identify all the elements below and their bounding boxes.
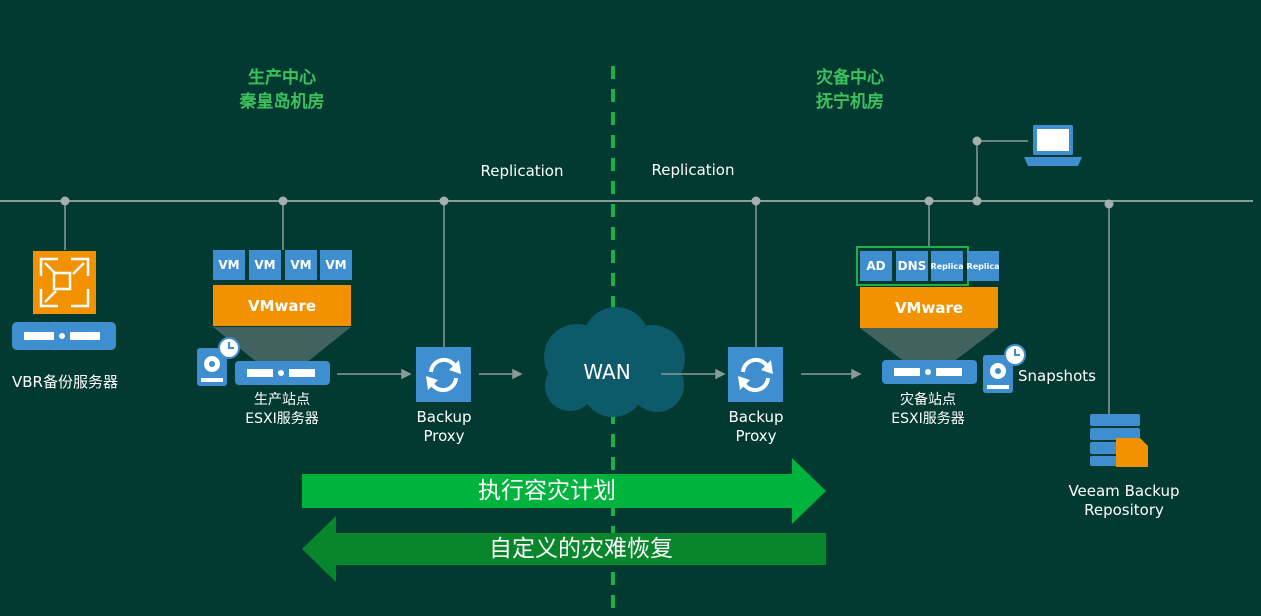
production-site-name: 生产中心 xyxy=(248,68,316,88)
backup-proxy-right-icon xyxy=(728,347,783,402)
dr-site-name: 灾备中心 xyxy=(816,68,884,88)
prod-server-icon xyxy=(235,361,330,385)
dr-host-label: 灾备站点 ESXI服务器 xyxy=(868,391,988,429)
prod-vm-1: VM xyxy=(213,250,245,280)
prod-vm-3: VM xyxy=(285,250,317,280)
repository-label: Veeam Backup Repository xyxy=(1058,482,1190,520)
dr-funnel xyxy=(860,328,998,362)
dr-host-label-line1: 灾备站点 xyxy=(900,392,956,408)
dr-server-icon xyxy=(882,360,977,384)
prod-host-label: 生产站点 ESXI服务器 xyxy=(222,391,342,429)
proxy-right-line1: Backup xyxy=(728,408,784,426)
proxy-left-line1: Backup xyxy=(416,408,472,426)
prod-funnel xyxy=(213,327,351,363)
laptop-icon xyxy=(1024,125,1082,166)
dr-vm-replica-1: Replica xyxy=(931,251,963,281)
snapshots-label: Snapshots xyxy=(1018,367,1096,385)
proxy-left-line2: Proxy xyxy=(423,427,465,445)
dr-storage-snapshot-icon xyxy=(983,344,1026,393)
dr-vm-dns: DNS xyxy=(896,251,928,281)
vbr-server-icon xyxy=(12,322,116,350)
veeam-logo-icon xyxy=(33,251,96,314)
dr-vm-replica-2: Replica xyxy=(967,251,999,281)
proxy-right-line2: Proxy xyxy=(735,427,777,445)
prod-storage-snapshot-icon xyxy=(197,337,240,386)
dr-vm-ad: AD xyxy=(860,251,892,281)
replication-label-left: Replication xyxy=(480,162,564,180)
failback-arrow xyxy=(302,516,826,582)
production-site-title: 生产中心 秦皇岛机房 xyxy=(222,66,342,114)
prod-host-label-line1: 生产站点 xyxy=(254,392,310,408)
prod-vm-4: VM xyxy=(320,250,352,280)
dr-site-title: 灾备中心 抚宁机房 xyxy=(790,66,910,114)
backup-proxy-left-icon xyxy=(416,347,471,402)
repository-line2: Repository xyxy=(1084,501,1164,519)
proxy-left-label: Backup Proxy xyxy=(400,408,488,446)
proxy-right-label: Backup Proxy xyxy=(712,408,800,446)
dr-site-location: 抚宁机房 xyxy=(816,92,884,112)
failback-arrow-label: 自定义的灾难恢复 xyxy=(489,536,673,562)
dr-vmware-layer: VMware xyxy=(860,287,998,328)
prod-host-label-line2: ESXI服务器 xyxy=(245,411,319,427)
wan-label: WAN xyxy=(583,360,631,384)
prod-vmware-layer: VMware xyxy=(213,285,351,326)
vbr-server-label: VBR备份服务器 xyxy=(12,373,118,391)
failover-arrow-label: 执行容灾计划 xyxy=(478,478,616,504)
replication-label-right: Replication xyxy=(651,161,735,179)
production-site-location: 秦皇岛机房 xyxy=(239,92,325,112)
prod-vm-2: VM xyxy=(249,250,281,280)
failover-arrow xyxy=(302,458,826,524)
repository-icon xyxy=(1090,414,1148,467)
dr-host-label-line2: ESXI服务器 xyxy=(891,411,965,427)
repository-line1: Veeam Backup xyxy=(1068,482,1180,500)
